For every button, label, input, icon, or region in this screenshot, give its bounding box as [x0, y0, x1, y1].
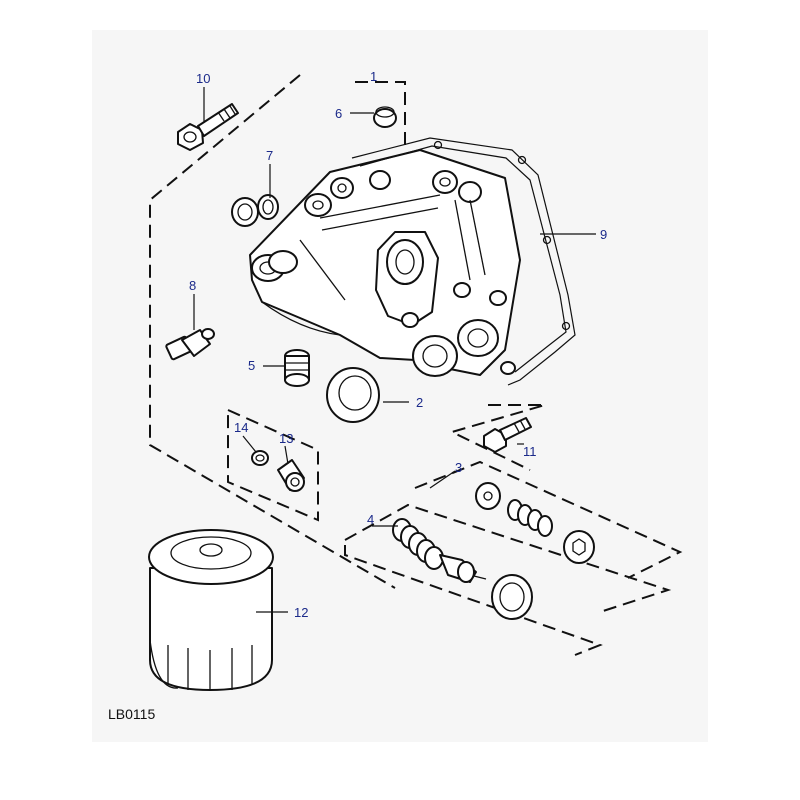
group-outlines: [149, 74, 683, 656]
plug-with-seal: [231, 194, 279, 227]
oil-seal: [326, 367, 380, 423]
callout-1: 1: [370, 69, 377, 84]
filter-adaptor: [277, 459, 305, 492]
callout-11: 11: [523, 444, 537, 459]
callout-9: 9: [600, 227, 607, 242]
blanking-plug: [373, 106, 397, 128]
callout-8: 8: [189, 278, 196, 293]
oil-pump-housing: [249, 149, 521, 377]
callout-3: 3: [455, 460, 462, 475]
threaded-sleeve: [284, 349, 310, 387]
housing-gasket: [351, 137, 576, 386]
callout-5: 5: [248, 358, 255, 373]
callout-2: 2: [416, 395, 423, 410]
leader-lines: [193, 87, 596, 613]
oil-filter: [148, 529, 274, 691]
callout-14: 14: [234, 420, 248, 435]
callout-7: 7: [266, 148, 273, 163]
callout-4: 4: [367, 512, 374, 527]
relief-valve-kit: [475, 482, 595, 564]
callout-6: 6: [335, 106, 342, 121]
oil-pressure-switch: [165, 328, 215, 361]
valve-spring: [507, 499, 553, 537]
callout-10: 10: [196, 71, 210, 86]
valve-assembly: [392, 518, 533, 620]
diagram-reference-code: LB0115: [108, 706, 156, 722]
callout-12: 12: [294, 605, 308, 620]
flange-bolt: [483, 417, 532, 453]
callout-13: 13: [279, 431, 293, 446]
callout-labels: 1 2 3 4 5 6 7 8 9 10 11 12 13 14: [189, 69, 607, 620]
housing-bolt: [177, 103, 239, 151]
o-ring: [251, 450, 269, 466]
